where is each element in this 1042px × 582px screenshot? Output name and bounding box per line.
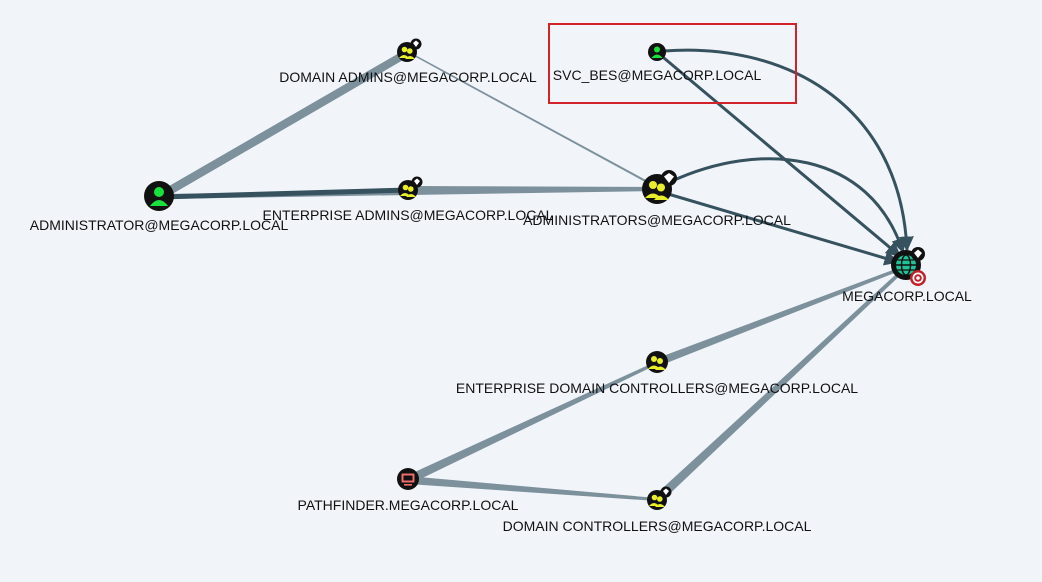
node-pathfinder[interactable]: PATHFINDER.MEGACORP.LOCAL xyxy=(298,468,519,513)
node-label: ADMINISTRATORS@MEGACORP.LOCAL xyxy=(523,212,791,228)
node-label: SVC_BES@MEGACORP.LOCAL xyxy=(553,67,762,83)
edge-svc-bes-to-megacorp-curved[interactable] xyxy=(663,48,914,252)
edge-administrator-to-enterprise-admins[interactable] xyxy=(159,187,410,200)
node-label: ENTERPRISE DOMAIN CONTROLLERS@MEGACORP.L… xyxy=(456,380,858,396)
edge-administrators-to-megacorp[interactable] xyxy=(657,189,900,266)
diamond-icon xyxy=(411,176,423,188)
node-administrator[interactable]: ADMINISTRATOR@MEGACORP.LOCAL xyxy=(30,181,289,233)
user-icon xyxy=(648,43,666,61)
highlight-box xyxy=(548,23,797,104)
edge-administrators-to-megacorp-curved[interactable] xyxy=(669,157,906,254)
node-label: PATHFINDER.MEGACORP.LOCAL xyxy=(298,497,519,513)
node-domain-controllers[interactable]: DOMAIN CONTROLLERS@MEGACORP.LOCAL xyxy=(503,486,812,535)
node-enterprise-admins[interactable]: ENTERPRISE ADMINS@MEGACORP.LOCAL xyxy=(263,176,554,224)
diamond-icon xyxy=(661,170,677,186)
node-label: ADMINISTRATOR@MEGACORP.LOCAL xyxy=(30,217,289,233)
edge-administrator-to-domain-admins[interactable] xyxy=(157,49,410,200)
diamond-icon xyxy=(660,486,672,498)
edges xyxy=(157,48,914,502)
group-icon xyxy=(646,351,668,373)
node-label: DOMAIN CONTROLLERS@MEGACORP.LOCAL xyxy=(503,518,812,534)
edge-pathfinder-to-domain-controllers[interactable] xyxy=(407,476,657,501)
node-domain-admins[interactable]: DOMAIN ADMINS@MEGACORP.LOCAL xyxy=(279,38,537,86)
edge-domain-controllers-to-megacorp[interactable] xyxy=(654,265,909,502)
computer-icon xyxy=(397,468,419,490)
diamond-icon xyxy=(410,38,422,50)
node-label: DOMAIN ADMINS@MEGACORP.LOCAL xyxy=(279,69,537,85)
edge-pathfinder-to-enterprise-dcs[interactable] xyxy=(406,361,658,484)
node-label: MEGACORP.LOCAL xyxy=(842,288,972,304)
node-administrators[interactable]: ADMINISTRATORS@MEGACORP.LOCAL xyxy=(523,170,791,228)
diamond-icon xyxy=(911,247,925,261)
node-label: ENTERPRISE ADMINS@MEGACORP.LOCAL xyxy=(263,207,554,223)
node-svc-bes[interactable]: SVC_BES@MEGACORP.LOCAL xyxy=(553,43,762,83)
node-enterprise-dcs[interactable]: ENTERPRISE DOMAIN CONTROLLERS@MEGACORP.L… xyxy=(456,351,858,396)
node-megacorp[interactable]: MEGACORP.LOCAL xyxy=(842,247,972,304)
edge-enterprise-dcs-to-megacorp[interactable] xyxy=(655,265,907,366)
target-icon xyxy=(910,270,926,286)
edge-svc-bes-to-megacorp[interactable] xyxy=(657,51,902,258)
user-icon xyxy=(144,181,174,211)
edge-domain-admins-to-administrators[interactable] xyxy=(406,50,658,189)
edge-enterprise-admins-to-administrators[interactable] xyxy=(409,186,657,193)
